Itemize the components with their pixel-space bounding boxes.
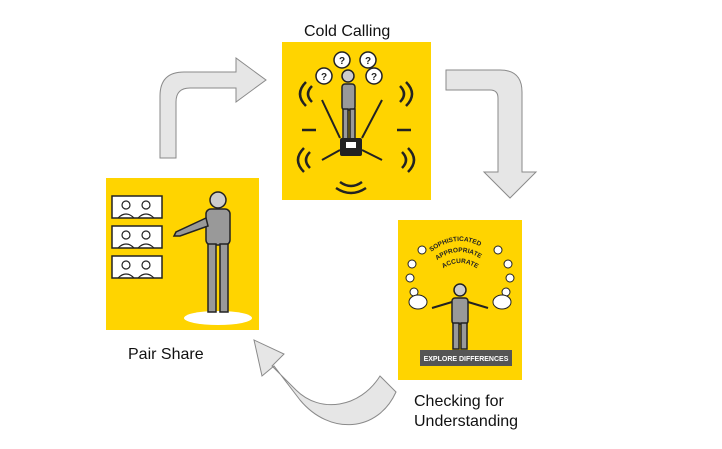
svg-text:?: ? [365, 56, 371, 67]
banner-text: EXPLORE DIFFERENCES [424, 356, 509, 363]
arrow-cold-to-check [445, 69, 538, 199]
svg-text:?: ? [339, 56, 345, 67]
cold-calling-panel: ???? [282, 42, 431, 200]
checking-label-line2: Understanding [414, 413, 519, 430]
checking-illustration: SOPHISTICATED APPROPRIATE ACCURATE EXPLO… [405, 236, 515, 366]
checking-label-line1: Checking for [414, 393, 504, 410]
svg-text:?: ? [321, 72, 327, 83]
svg-text:ACCURATE: ACCURATE [441, 258, 480, 271]
checking-panel: SOPHISTICATED APPROPRIATE ACCURATE EXPLO… [398, 220, 522, 380]
pair-share-panel [106, 178, 259, 330]
svg-text:?: ? [371, 72, 377, 83]
pair-share-illustration [111, 191, 252, 325]
arrow-check-to-pair [253, 339, 397, 425]
arc-word-accurate: ACCURATE [441, 258, 480, 271]
pair-share-label: Pair Share [128, 346, 204, 363]
arrow-pair-to-cold [159, 57, 267, 159]
explore-differences-banner [420, 350, 512, 366]
cold-calling-label: Cold Calling [304, 23, 391, 40]
cold-calling-illustration: ???? [296, 51, 416, 195]
